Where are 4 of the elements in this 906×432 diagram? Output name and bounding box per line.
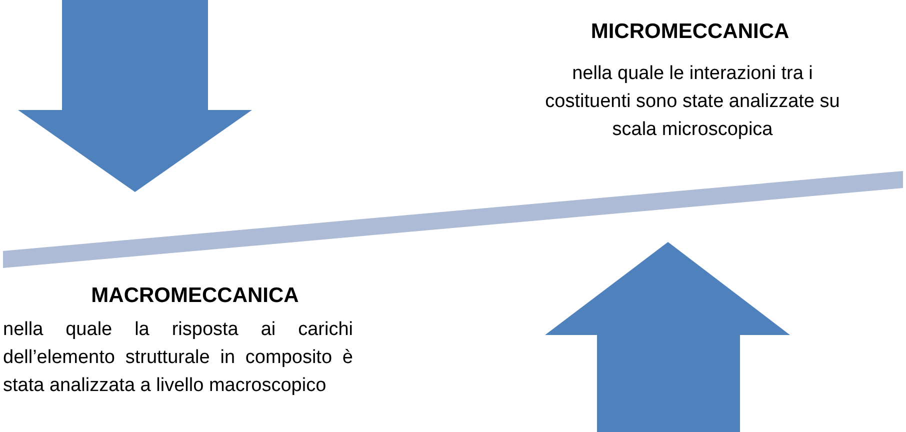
heading: MACROMECCANICA [90,283,300,309]
description-text: nella quale la risposta ai carichi dell’elemento strutturale in composito è stata analizzata a livello macroscopico [3,318,353,398]
description-text: nella quale le interazioni tra i costituenti sono state analizzate su scala microscopica [545,62,840,142]
heading: MICROMECCANICA [590,19,790,45]
